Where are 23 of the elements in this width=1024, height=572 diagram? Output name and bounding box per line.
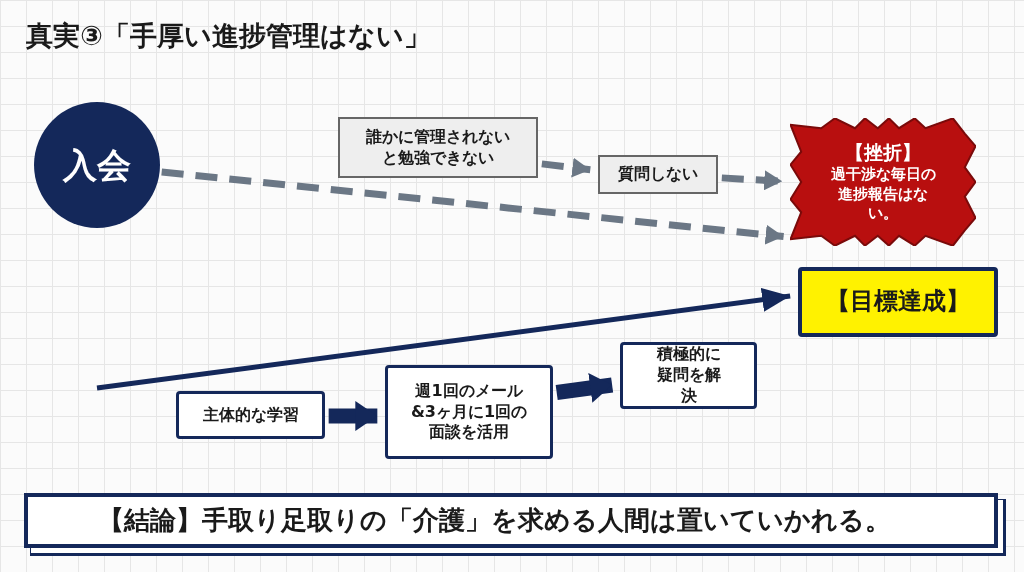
arrow [541,157,591,178]
node-label: 入会 [63,143,131,187]
node-label: 積極的に疑問を解決 [655,344,722,407]
node-label: 【目標達成】 [826,286,970,318]
conclusion-text: 【結論】手取り足取りの「介護」を求める人間は置いていかれる。 [98,503,891,537]
node-label: 誰かに管理されないと勉強できない [365,126,511,169]
burst-shape [790,118,976,246]
burst-heading: 【挫折】 [845,140,921,166]
arrow [721,170,783,191]
process-box [598,155,718,194]
arrow [96,287,791,391]
page-title: 真実③「手厚い進捗管理はない」 [26,19,431,53]
process-box [620,342,757,409]
node-label: 質問しない [618,164,698,185]
node-label: 週1回のメール&3ヶ月に1回の面談を活用 [409,380,529,444]
process-box [338,117,538,178]
arrow [328,401,378,431]
process-box [176,391,325,439]
goal-box [798,267,998,337]
process-box [385,365,553,459]
arrow [555,373,614,403]
node-label: 過干渉な毎日の進捗報告はない。 [829,165,937,224]
node-label: 主体的な学習 [202,404,299,426]
